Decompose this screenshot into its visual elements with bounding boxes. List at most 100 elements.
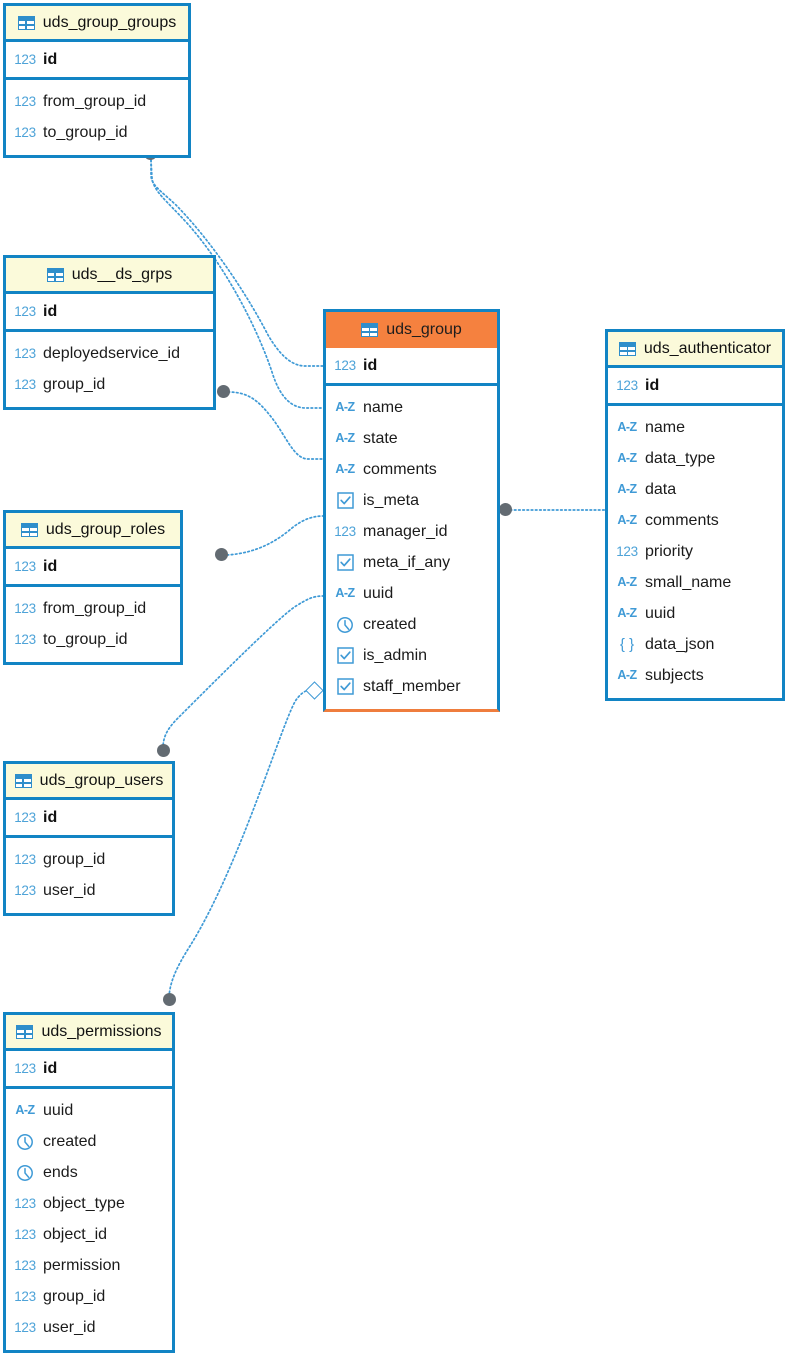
table-title: uds_group_groups [42,13,177,31]
relationship-endpoint-dot[interactable] [217,385,230,398]
column-row[interactable]: created [14,1126,172,1157]
column-label: object_type [43,1194,125,1212]
column-label: is_admin [363,646,428,664]
type-number-icon: 123 [14,809,36,825]
table-header-uds_permissions[interactable]: uds_permissions [6,1015,172,1051]
table-header-uds_group_roles[interactable]: uds_group_roles [6,513,180,549]
relationship-edge-rel-group-roles[interactable] [226,515,324,556]
table-grid-icon [46,267,64,282]
table-header-uds_group_users[interactable]: uds_group_users [6,764,172,800]
type-string-icon: A-Z [617,575,637,590]
type-number-icon: 123 [14,1288,36,1304]
column-row[interactable]: 123 group_id [14,1281,172,1312]
column-label: staff_member [363,677,461,695]
column-label: ends [43,1163,78,1181]
column-label: to_group_id [43,123,128,141]
column-label: group_id [43,1287,106,1305]
type-number-icon: 123 [616,543,638,559]
column-row[interactable]: is_meta [334,485,497,516]
table-header-uds_authenticator[interactable]: uds_authenticator [608,332,782,368]
column-label: subjects [645,666,704,684]
column-row[interactable]: 123 to_group_id [14,117,188,148]
relationship-edge-rel-permissions-group[interactable] [168,689,313,998]
type-string-icon: A-Z [617,420,637,435]
table-title: uds_authenticator [643,339,772,357]
relationship-endpoint-diamond[interactable] [305,681,324,700]
column-row[interactable]: ends [14,1157,172,1188]
relationship-endpoint-dot[interactable] [163,993,176,1006]
relationship-endpoint-dot[interactable] [499,503,512,516]
column-row[interactable]: created [334,609,497,640]
primary-key-row-uds_group_users[interactable]: 123 id [6,800,172,838]
relationship-endpoint-dot[interactable] [157,744,170,757]
column-label: user_id [43,1318,96,1336]
type-boolean-checkbox-icon [334,646,356,666]
primary-key-label: id [43,302,58,320]
column-label: group_id [43,375,106,393]
table-header-uds_group_groups[interactable]: uds_group_groups [6,6,188,42]
column-row[interactable]: { }data_json [616,629,782,660]
relationship-edge-rel-ds-grps-group[interactable] [227,391,324,460]
type-number-icon: 123 [14,345,36,361]
type-number-icon: 123 [14,124,36,140]
table-header-uds__ds_grps[interactable]: uds__ds_grps [6,258,213,294]
type-number-icon: 123 [14,1226,36,1242]
relationship-endpoint-dot[interactable] [215,548,228,561]
type-string-icon: A-Z [335,462,355,477]
table-grid-icon [17,15,35,30]
column-row[interactable]: staff_member [334,671,497,702]
primary-key-label: id [43,808,58,826]
relationship-edge-rel-group-users[interactable] [162,595,324,750]
type-number-icon: 123 [334,523,356,539]
column-row[interactable]: meta_if_any [334,547,497,578]
column-label: priority [645,542,694,560]
table-title: uds_group_roles [45,520,166,538]
column-row[interactable]: is_admin [334,640,497,671]
column-row[interactable]: 123 object_type [14,1188,172,1219]
column-label: comments [645,511,719,529]
column-row[interactable]: 123 priority [616,536,782,567]
column-label: group_id [43,850,106,868]
table-header-uds_group[interactable]: uds_group [326,312,497,348]
type-datetime-clock-icon [14,1163,36,1183]
type-number-icon: 123 [14,1195,36,1211]
